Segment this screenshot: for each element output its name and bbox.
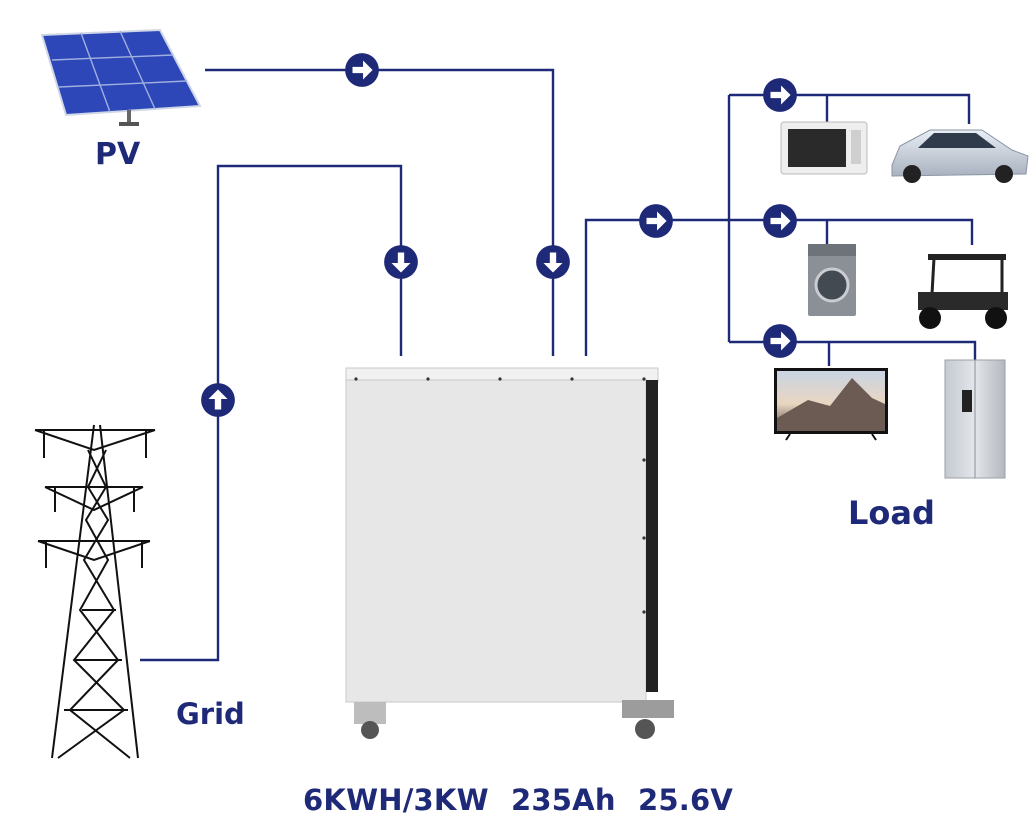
washing-machine-icon	[808, 244, 856, 316]
grid-label: Grid	[176, 697, 245, 731]
arrow-down-icon	[384, 245, 418, 279]
arrow-down-icon	[536, 245, 570, 279]
arrow-right-icon	[763, 78, 797, 112]
battery-spec-label: 6KWH/3KW 235Ah 25.6V	[303, 783, 733, 817]
golf-cart-icon	[918, 254, 1008, 329]
refrigerator-icon	[944, 359, 1006, 479]
arrow-right-icon	[763, 324, 797, 358]
television-icon	[774, 368, 888, 441]
arrow-right-icon	[639, 204, 673, 238]
load-top-branch	[729, 93, 971, 124]
pv-to-battery-line	[205, 68, 555, 356]
load-bottom-branch	[729, 340, 977, 360]
microwave-icon	[780, 121, 868, 175]
load-label: Load	[848, 494, 935, 532]
battery-cabinet-icon	[345, 367, 674, 739]
solar-panel-icon	[40, 28, 202, 126]
arrow-right-icon	[763, 204, 797, 238]
grid-to-battery-line	[140, 164, 403, 662]
arrow-up-icon	[201, 383, 235, 417]
power-tower-icon	[34, 424, 156, 759]
arrow-right-icon	[345, 53, 379, 87]
pv-label: PV	[95, 137, 141, 172]
car-icon	[891, 129, 1029, 183]
